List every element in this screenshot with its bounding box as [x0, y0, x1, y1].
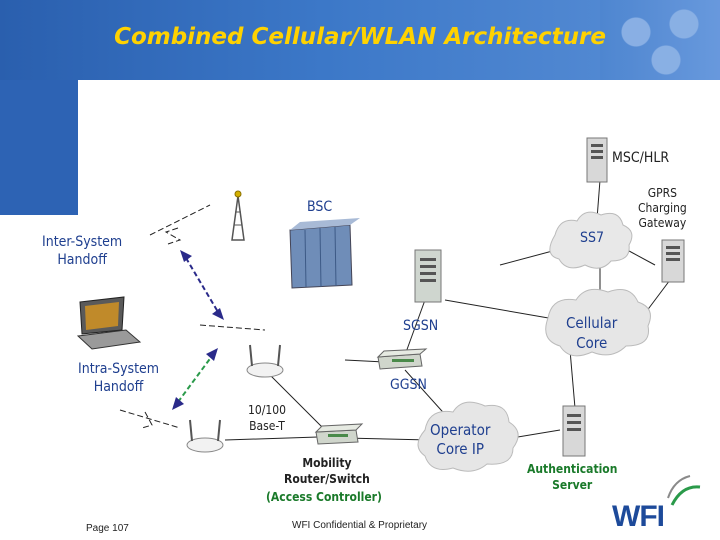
label-authentication-server: Authentication Server: [527, 462, 618, 492]
label-bsc: BSC: [307, 199, 333, 215]
mobility-router-icon: [314, 423, 364, 445]
auth-server-icon: [562, 405, 586, 457]
ss7-cloud: [549, 211, 633, 269]
intra-system-arrow: [177, 355, 213, 403]
slide-title: Combined Cellular/WLAN Architecture: [114, 24, 606, 50]
footer-page-number: Page 107: [86, 523, 129, 534]
msc-hlr-server-icon: [586, 137, 608, 183]
label-gprs-gateway: GPRS Charging Gateway: [638, 186, 687, 230]
keypad-decoration: [600, 0, 720, 80]
label-operator-core-ip: Operator Core IP: [430, 421, 491, 458]
cell-tower-icon: [231, 190, 245, 241]
label-intra-system-handoff: Intra-System Handoff: [78, 361, 160, 395]
intra-arrow-head-2: [206, 348, 218, 361]
link-ap1-router: [269, 374, 326, 431]
label-msc-hlr: MSC/HLR: [612, 150, 670, 166]
link-router-operator: [344, 437, 431, 441]
sgsn-server-icon: [414, 249, 442, 303]
wfi-logo-icon: [667, 475, 701, 506]
label-sgsn: SGSN: [403, 318, 439, 334]
label-ggsn: GGSN: [390, 377, 427, 393]
access-point-2-icon: [186, 419, 224, 453]
bsc-rack-icon: [289, 218, 360, 289]
inter-arrow-head-2: [212, 308, 224, 320]
link-ap2-router: [224, 436, 319, 441]
link-core-auth: [569, 349, 576, 409]
cellular-core-cloud: [545, 288, 651, 357]
access-point-1-icon: [246, 344, 284, 378]
label-ss7: SS7: [580, 230, 605, 246]
inter-arrow-head-1: [180, 250, 192, 262]
operator-cloud: [417, 401, 519, 472]
footer-confidential: WFI Confidential & Proprietary: [292, 520, 428, 531]
link-sgsn-core: [444, 299, 561, 321]
label-cellular-core: Cellular Core: [566, 314, 618, 352]
label-inter-system-handoff: Inter-System Handoff: [42, 234, 123, 268]
radio-links: [119, 204, 266, 429]
laptop-icon: [76, 296, 142, 350]
intra-arrow-head-1: [172, 397, 184, 410]
inter-system-arrow: [185, 257, 219, 313]
wfi-logo-text: WFI: [612, 500, 665, 533]
label-mobility-router: Mobility Router/Switch: [284, 456, 370, 486]
label-access-controller: (Access Controller): [266, 490, 382, 504]
label-base-t: 10/100 Base-T: [248, 403, 286, 433]
ggsn-router-icon: [376, 348, 428, 370]
gprs-gateway-server-icon: [661, 239, 685, 283]
link-sgsn-ggsn: [404, 299, 426, 356]
